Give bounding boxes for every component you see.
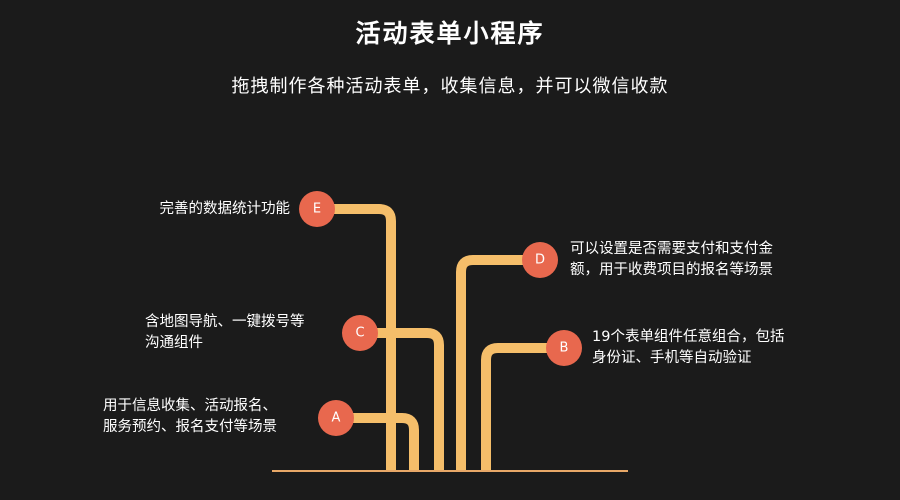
node-c-line-1: 含地图导航、一键拨号等	[145, 314, 305, 330]
node-b-line-1: 19个表单组件任意组合，包括	[592, 329, 785, 345]
page-title: 活动表单小程序	[355, 19, 545, 48]
node-a-line-1: 用于信息收集、活动报名、	[103, 398, 277, 414]
node-b-line-2: 身份证、手机等自动验证	[592, 350, 752, 366]
node-a-circle	[318, 400, 354, 436]
node-c-line-2: 沟通组件	[145, 335, 203, 351]
node-b-letter: B	[560, 341, 569, 356]
node-a-line-2: 服务预约、报名支付等场景	[103, 419, 277, 435]
node-d-label: 可以设置是否需要支付和支付金 额，用于收费项目的报名等场景	[570, 239, 773, 281]
node-c-circle	[342, 315, 378, 351]
branch-e	[317, 204, 396, 471]
node-e-letter: E	[313, 202, 321, 217]
node-a-letter: A	[332, 411, 341, 426]
node-e-line-1: 完善的数据统计功能	[159, 201, 291, 217]
node-c-label: 含地图导航、一键拨号等 沟通组件	[145, 312, 305, 354]
node-d-circle	[522, 242, 558, 278]
node-d-letter: D	[535, 253, 545, 268]
node-e-circle	[299, 191, 335, 227]
branch-d	[456, 255, 540, 471]
branch-c	[360, 328, 444, 471]
node-d-line-2: 额，用于收费项目的报名等场景	[570, 262, 773, 278]
branch-a	[336, 413, 419, 471]
node-b-circle	[546, 330, 582, 366]
branch-b	[481, 343, 564, 471]
node-a-label: 用于信息收集、活动报名、 服务预约、报名支付等场景	[103, 396, 277, 438]
node-b-label: 19个表单组件任意组合，包括 身份证、手机等自动验证	[592, 327, 784, 369]
node-e-label: 完善的数据统计功能	[160, 199, 291, 220]
page-subtitle: 拖拽制作各种活动表单，收集信息，并可以微信收款	[231, 76, 669, 97]
node-c-letter: C	[355, 326, 364, 341]
node-d-line-1: 可以设置是否需要支付和支付金	[570, 241, 773, 257]
